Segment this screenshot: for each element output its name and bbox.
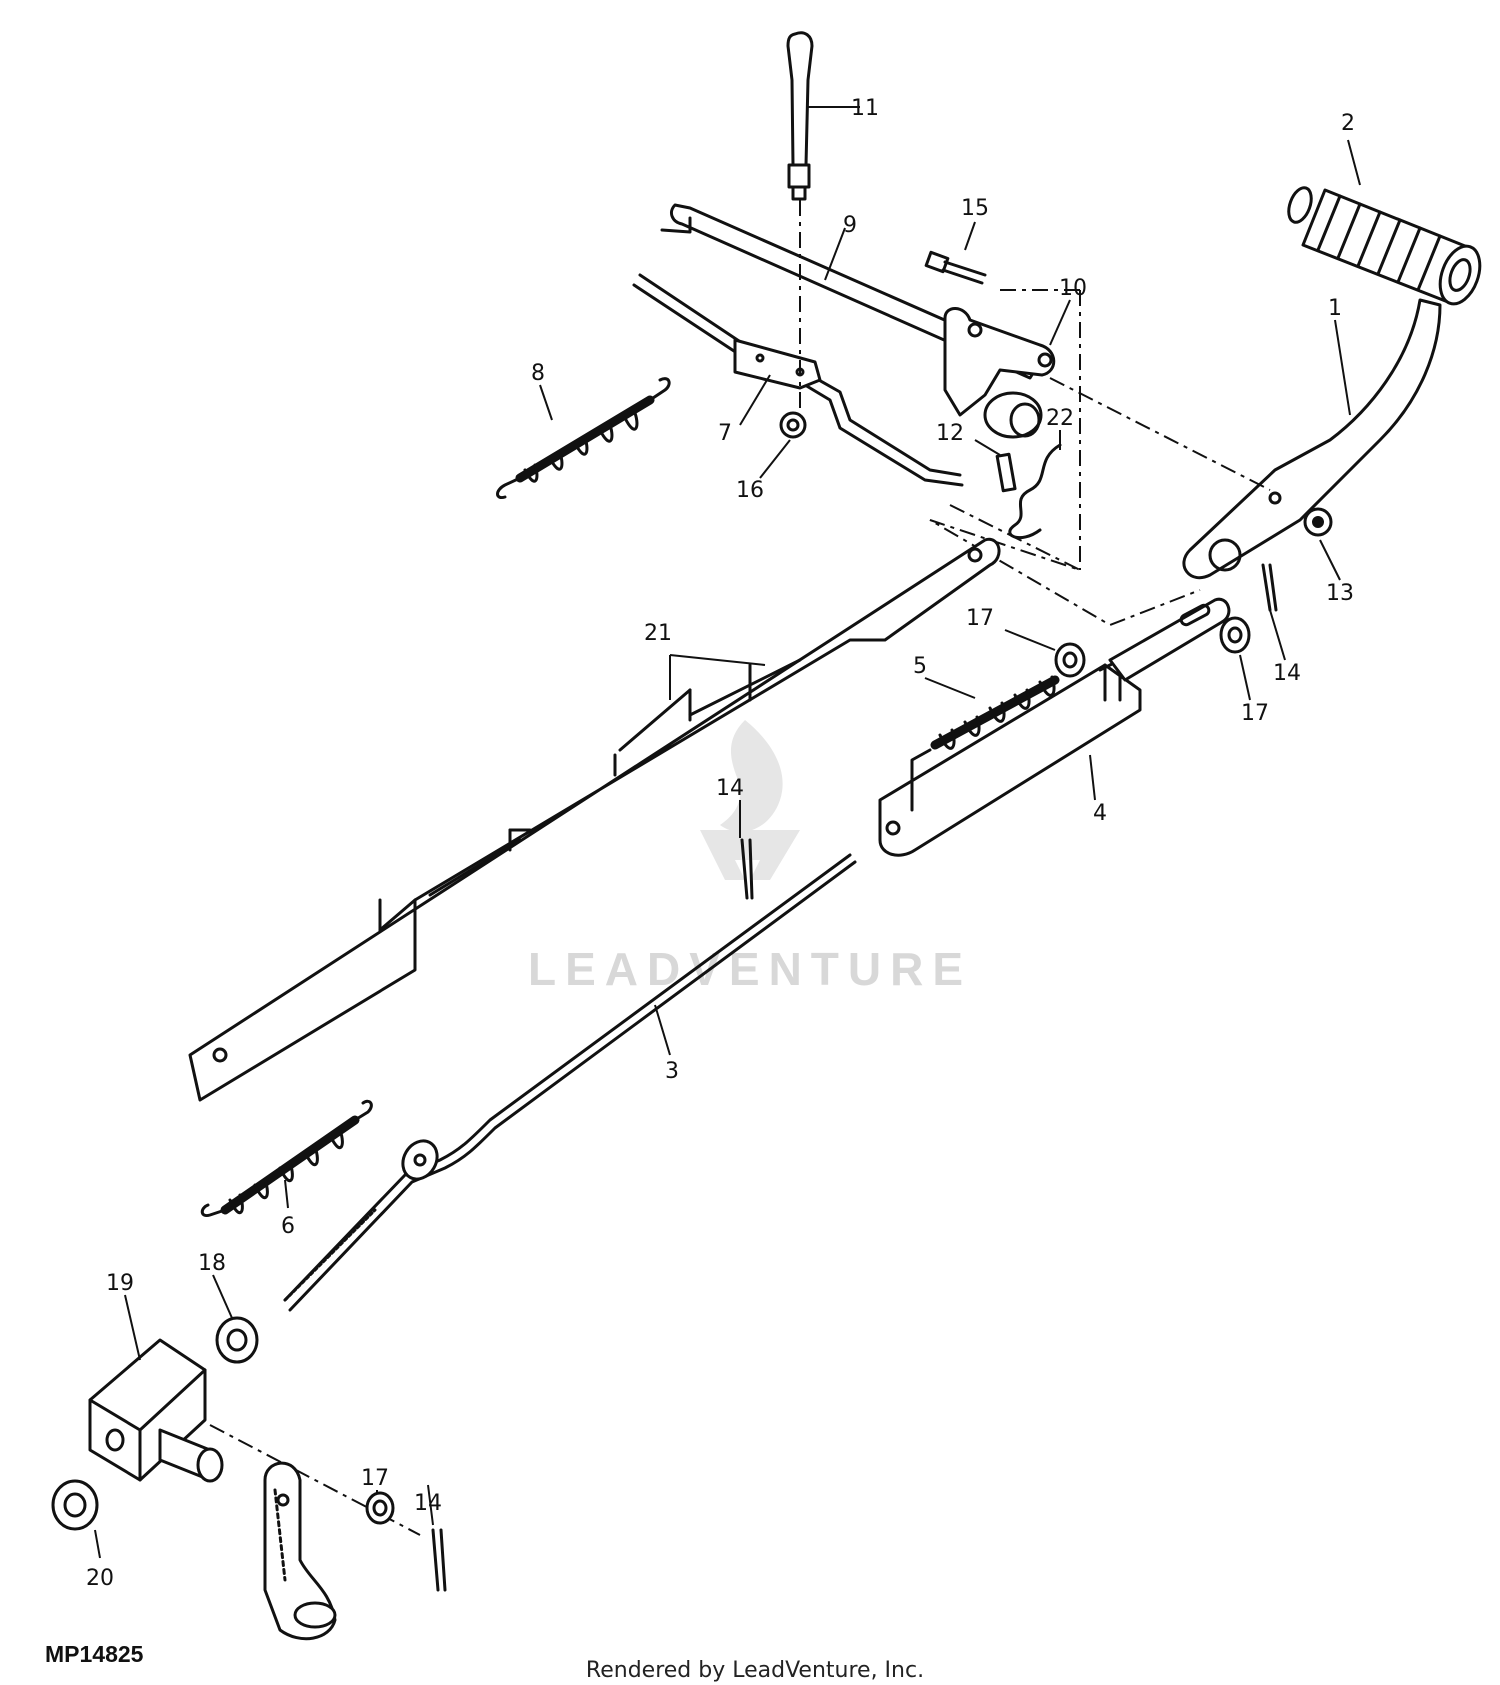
part-3-threaded-rod: [283, 853, 857, 1312]
callout-2: 2: [1341, 111, 1355, 136]
part-lever-arm: [263, 1461, 337, 1641]
callout-21: 21: [644, 621, 672, 646]
callout-20: 20: [86, 1566, 114, 1591]
part-22-spring-clip: [1008, 430, 1062, 540]
callout-14-right: 14: [1273, 661, 1301, 686]
part-6-spring: [200, 1099, 373, 1218]
callout-8: 8: [531, 361, 545, 386]
part-7-rod: [632, 273, 964, 487]
callout-17-lower: 17: [361, 1466, 389, 1491]
part-17-washer-right: [1219, 616, 1251, 701]
part-17-washer-upper: [1004, 629, 1086, 678]
watermark: LEADVENTURE: [528, 720, 972, 995]
part-4-bracket: [878, 597, 1231, 857]
part-12-pin: [974, 439, 1017, 493]
part-1-pedal-arm: [1182, 298, 1442, 580]
callout-1: 1: [1328, 296, 1342, 321]
callout-7: 7: [718, 421, 732, 446]
callout-6: 6: [281, 1214, 295, 1239]
part-18-nut: [212, 1274, 259, 1364]
watermark-text: LEADVENTURE: [528, 943, 972, 995]
part-10-bracket: [943, 299, 1071, 439]
callout-11: 11: [851, 96, 879, 121]
callout-9: 9: [843, 213, 857, 238]
callout-10: 10: [1059, 276, 1087, 301]
part-21-rod: [188, 537, 1001, 1102]
callout-17-right: 17: [1241, 701, 1269, 726]
part-5-spring: [910, 675, 1060, 812]
render-credit: Rendered by LeadVenture, Inc.: [586, 1658, 924, 1683]
part-11-pin: [786, 31, 860, 201]
part-8-spring: [496, 377, 671, 500]
callout-14-lower: 14: [414, 1491, 442, 1516]
assembly-lines: [209, 200, 1271, 1536]
callout-13: 13: [1326, 581, 1354, 606]
callout-4: 4: [1093, 801, 1107, 826]
part-15-bolt: [924, 221, 987, 285]
callout-22: 22: [1046, 406, 1074, 431]
part-16-nut: [759, 411, 807, 479]
callout-19: 19: [106, 1271, 134, 1296]
callout-18: 18: [198, 1251, 226, 1276]
callout-5: 5: [913, 654, 927, 679]
part-14-cotter-pin-lower: [427, 1484, 447, 1592]
figure-code: MP14825: [45, 1641, 144, 1667]
part-20-nut: [51, 1479, 101, 1559]
part-14-cotter-pin-center: [739, 800, 754, 900]
part-14-cotter-pin-right: [1261, 563, 1286, 661]
callout-labels: 2 1 11 9 15 10 8 7 12 22 16 13 17 21 5 1…: [86, 96, 1355, 1591]
part-19-block: [88, 1294, 224, 1483]
part-2-pedal-grip: [1287, 139, 1482, 306]
callout-12: 12: [936, 421, 964, 446]
callout-14-center: 14: [716, 776, 744, 801]
part-17-washer-lower: [365, 1490, 395, 1525]
callout-16: 16: [736, 478, 764, 503]
callout-15: 15: [961, 196, 989, 221]
part-13-nut: [1303, 507, 1341, 581]
callout-3: 3: [665, 1059, 679, 1084]
callout-17-upper: 17: [966, 606, 994, 631]
